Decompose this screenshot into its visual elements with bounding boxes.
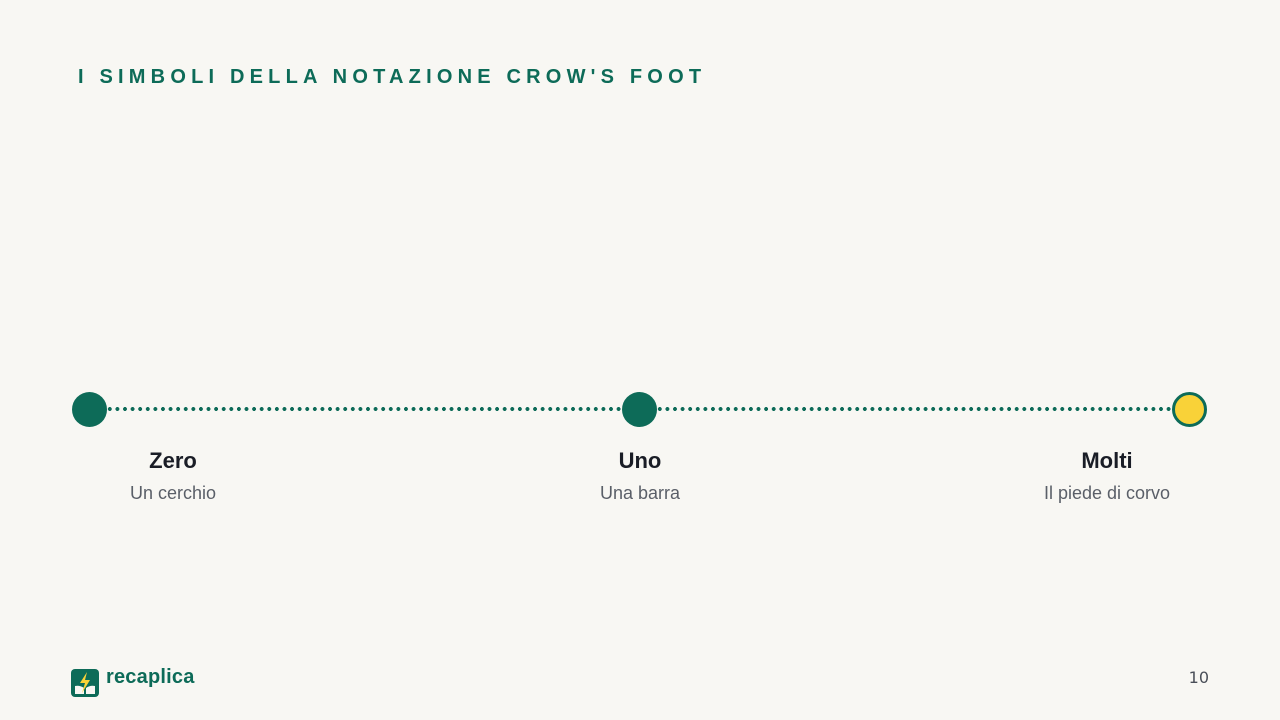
brand-logo: recaplica xyxy=(70,665,195,699)
timeline-label-molti: Molti Il piede di corvo xyxy=(977,447,1237,504)
timeline-node-molti xyxy=(1172,392,1207,427)
book-lightning-icon xyxy=(71,669,99,697)
timeline-label-uno: Uno Una barra xyxy=(510,447,770,504)
brand-name: recaplica xyxy=(106,665,195,688)
step-name: Molti xyxy=(1081,448,1133,473)
step-name: Zero xyxy=(149,448,197,473)
slide-title: I SIMBOLI DELLA NOTAZIONE CROW'S FOOT xyxy=(78,66,707,88)
step-description: Un cerchio xyxy=(129,483,217,503)
timeline-connector xyxy=(656,407,1175,411)
timeline-label-zero: Zero Un cerchio xyxy=(43,447,303,504)
timeline-node-uno xyxy=(622,392,657,427)
step-description: Una barra xyxy=(599,483,681,503)
timeline-node-zero xyxy=(72,392,107,427)
step-description: Il piede di corvo xyxy=(1043,483,1171,503)
timeline-connector xyxy=(106,407,624,411)
step-name: Uno xyxy=(618,448,662,473)
page-number: 10 xyxy=(1188,668,1209,687)
